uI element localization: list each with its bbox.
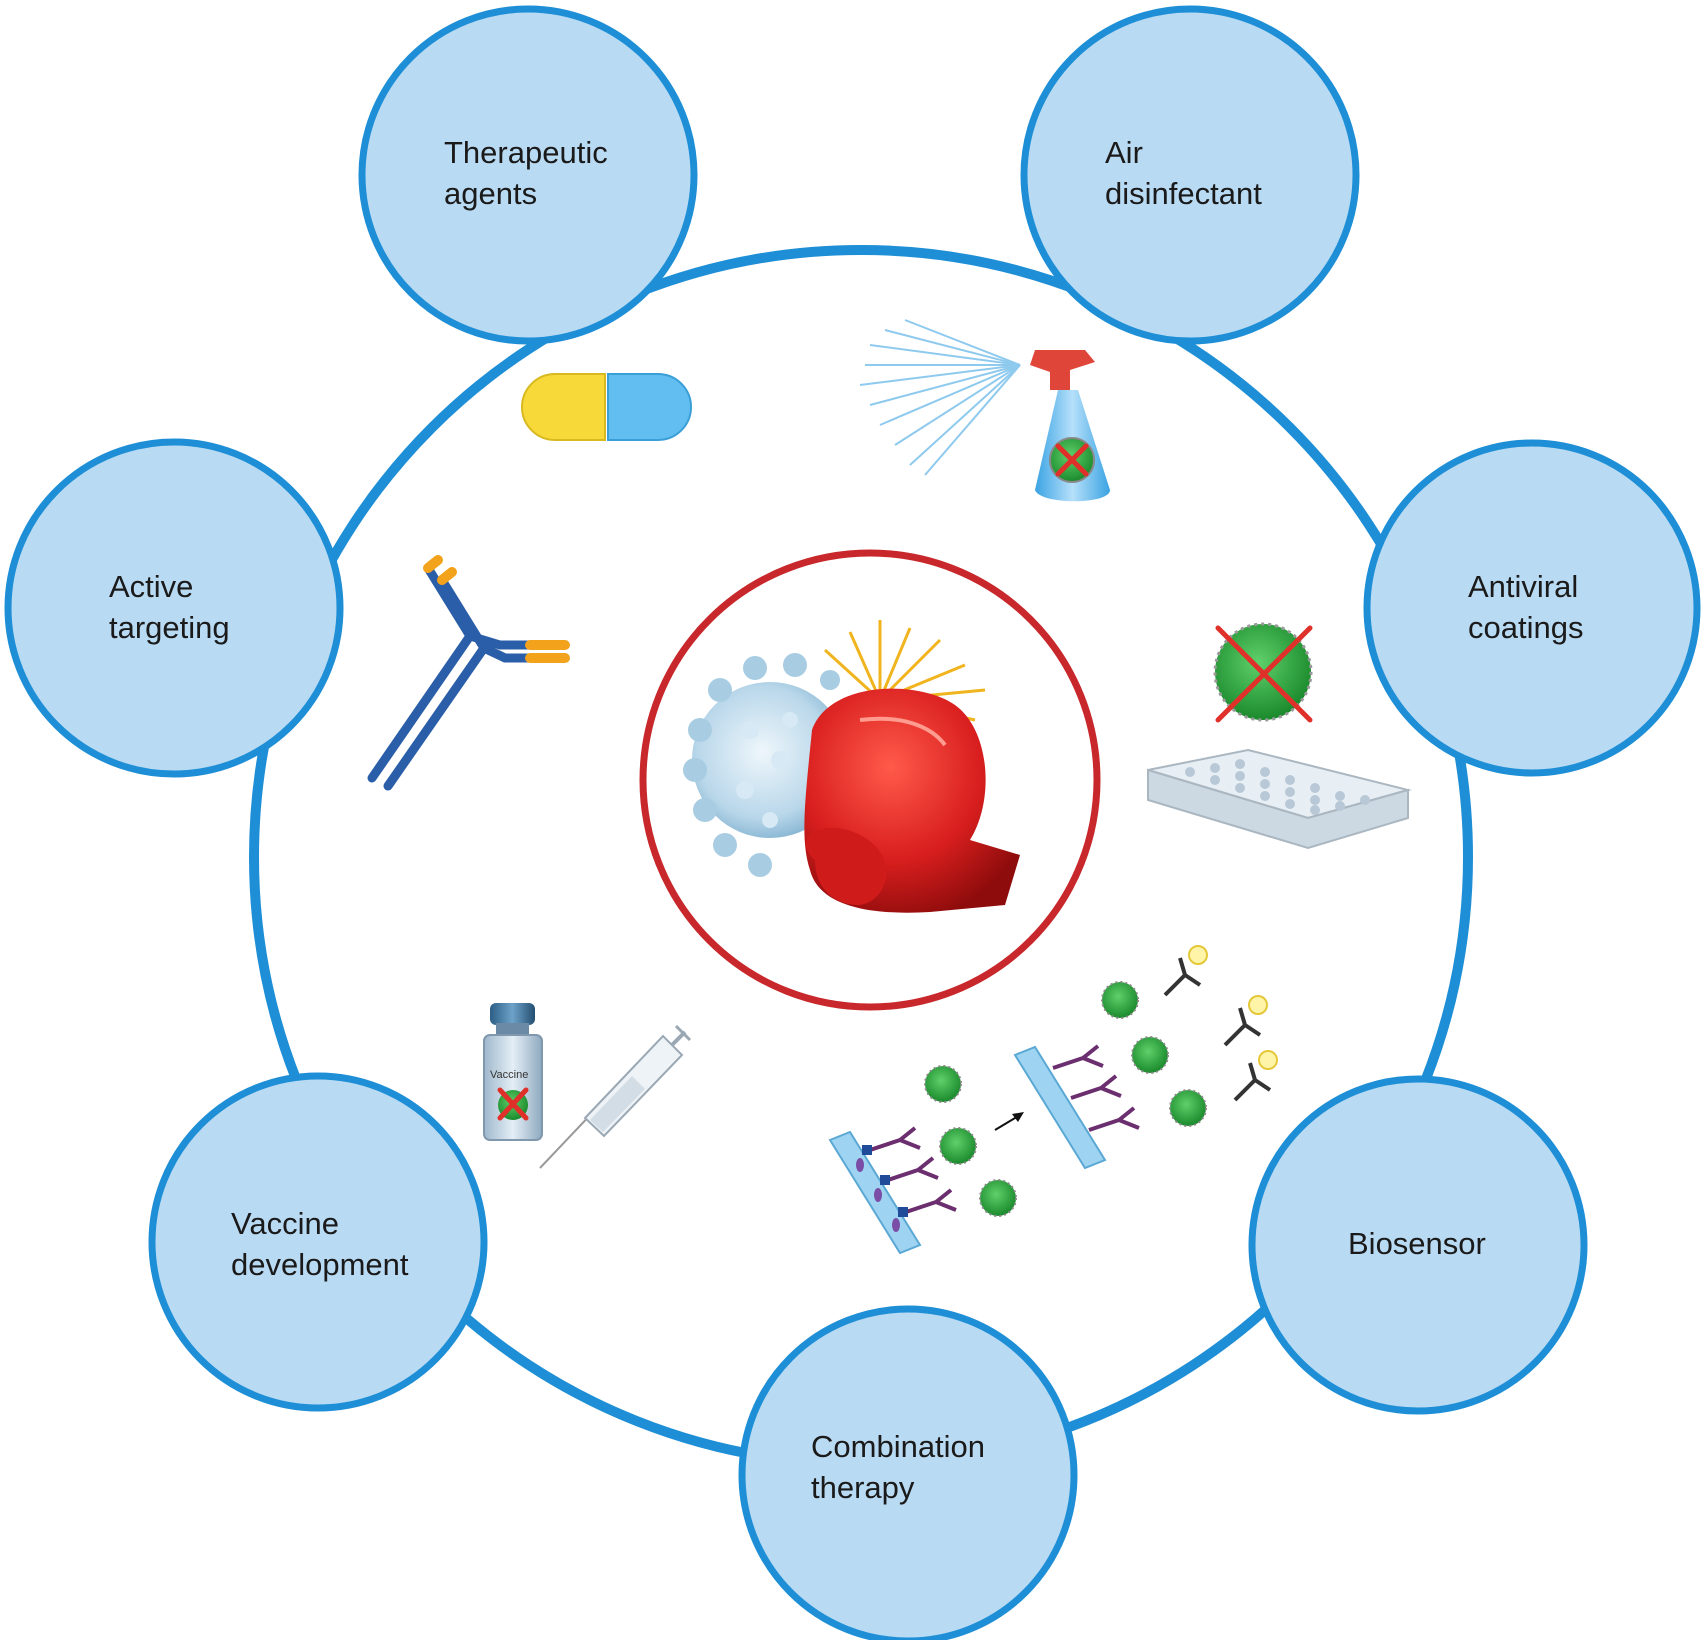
spray-bottle-icon <box>859 319 1110 502</box>
node-combination-therapy[interactable]: Combination therapy <box>738 1305 1078 1640</box>
biosensor-schematic-icon <box>828 945 1278 1255</box>
node-label-line1: Antiviral <box>1468 569 1578 604</box>
node-air-disinfectant[interactable]: Air disinfectant <box>1020 5 1360 345</box>
node-label-line2: targeting <box>109 610 230 645</box>
syringe-icon <box>539 1024 692 1169</box>
crossed-virus-icon <box>1213 622 1313 723</box>
center-emblem <box>639 549 1101 1011</box>
node-label-line1: Vaccine <box>231 1206 339 1241</box>
node-biosensor[interactable]: Biosensor <box>1248 1075 1588 1415</box>
node-vaccine-development[interactable]: Vaccine development <box>148 1072 488 1412</box>
node-antiviral-coatings[interactable]: Antiviral coatings <box>1363 439 1701 777</box>
node-label-line1: Air <box>1105 135 1143 170</box>
node-label-line1: Therapeutic <box>444 135 608 170</box>
vial-label: Vaccine <box>490 1069 528 1081</box>
antibody-icon <box>367 555 570 791</box>
boxing-glove-icon <box>804 688 1020 913</box>
node-label-line2: therapy <box>811 1470 915 1505</box>
node-label-line2: agents <box>444 176 537 211</box>
node-label-line1: Active <box>109 569 193 604</box>
node-label-line2: disinfectant <box>1105 176 1262 211</box>
node-active-targeting[interactable]: Active targeting <box>4 438 344 778</box>
node-label-line2: coatings <box>1468 610 1583 645</box>
node-label-line2: development <box>231 1247 409 1282</box>
capsule-pill-icon <box>521 373 692 441</box>
node-label-line1: Biosensor <box>1348 1226 1486 1261</box>
node-label-line1: Combination <box>811 1429 985 1464</box>
node-therapeutic-agents[interactable]: Therapeutic agents <box>358 5 698 345</box>
well-plate-icon <box>1147 748 1412 850</box>
vaccine-vial-icon: Vaccine <box>483 1003 543 1141</box>
